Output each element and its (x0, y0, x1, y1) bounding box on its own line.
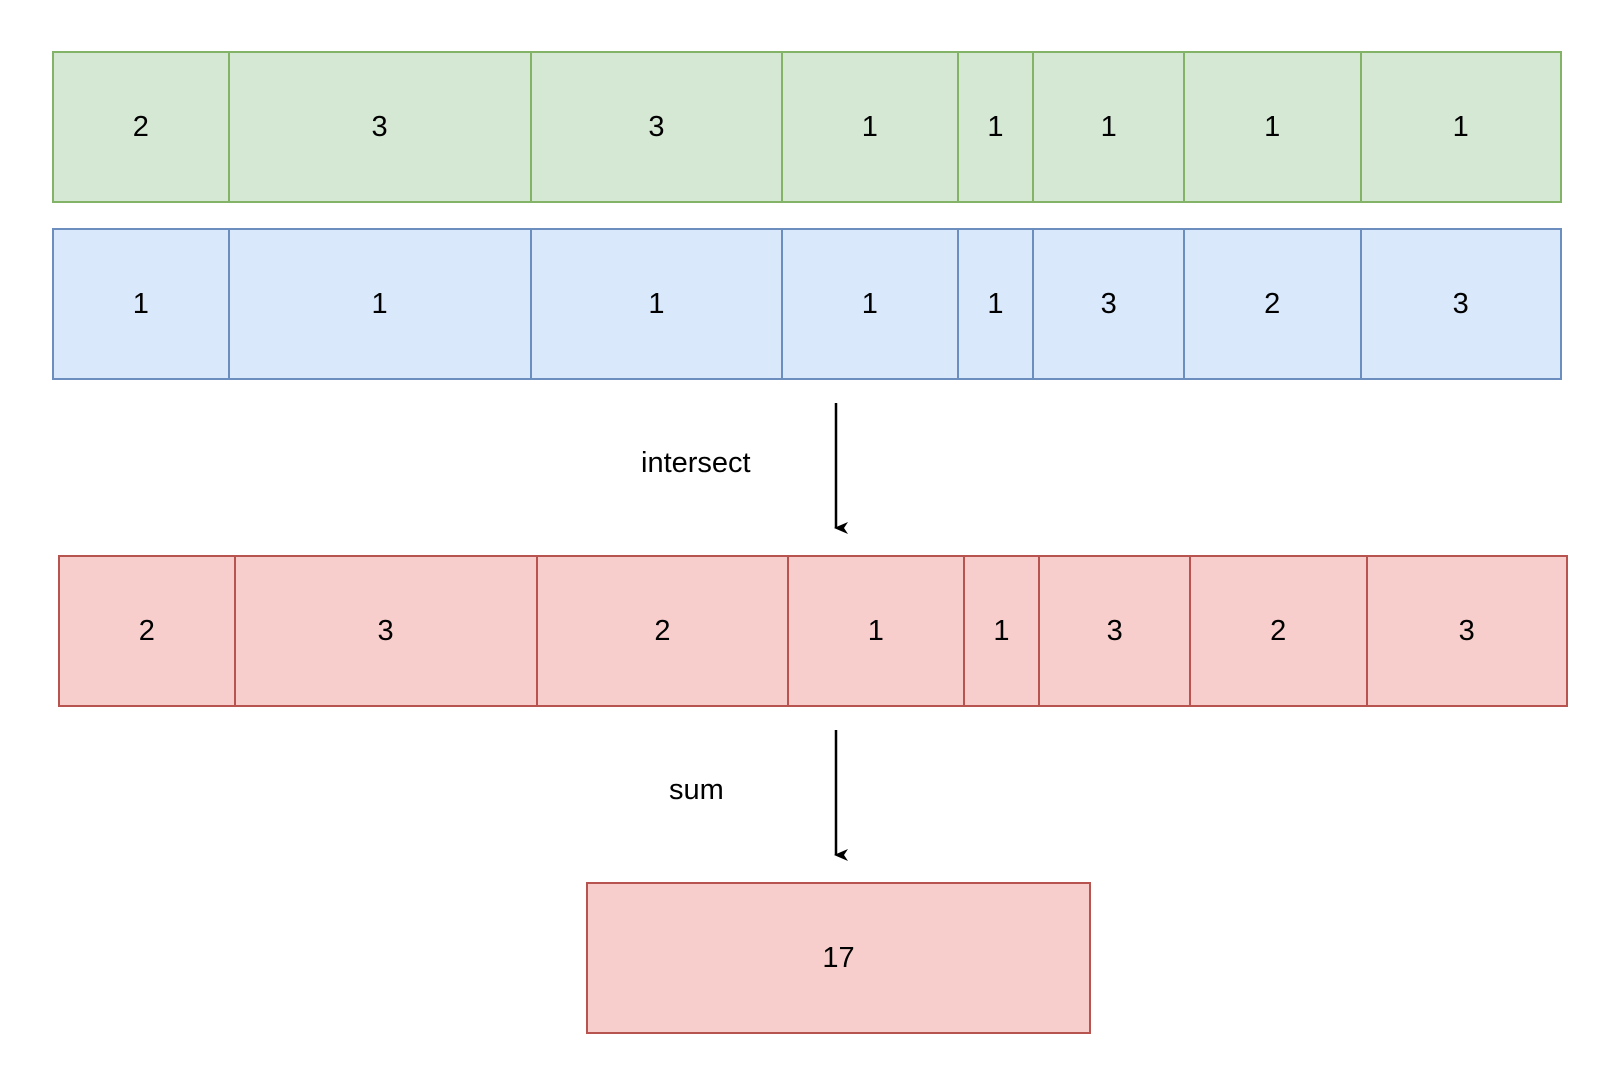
row-a-cell: 1 (783, 53, 959, 201)
row-c-cell: 3 (236, 557, 538, 705)
row-c-cell: 2 (1191, 557, 1368, 705)
row-a-cell: 1 (1452, 110, 1469, 143)
row-b-cell: 1 (959, 230, 1035, 378)
sum-result-box: 17 (586, 882, 1091, 1034)
array-row-intersect: 2 3 2 1 1 3 2 3 (58, 555, 1568, 707)
row-a-cell: 2 (54, 53, 230, 201)
row-b-cell: 1 (54, 230, 230, 378)
row-b-cell: 1 (783, 230, 959, 378)
row-a-cell: 1 (1034, 53, 1185, 201)
row-c-cell: 2 (60, 557, 236, 705)
array-row-b: 1 1 1 1 1 3 2 3 (52, 228, 1562, 380)
row-a-cell: 1 (959, 53, 1035, 201)
row-a-cell: 3 (532, 53, 784, 201)
row-b-cell: 2 (1185, 230, 1362, 378)
row-c-cell: 3 (1458, 614, 1475, 647)
row-c-cell: 3 (1040, 557, 1191, 705)
row-a-cell: 3 (230, 53, 532, 201)
row-b-cell: 1 (532, 230, 784, 378)
row-b-cell: 3 (1452, 287, 1469, 320)
intersect-label: intersect (641, 447, 751, 479)
row-c-cell: 2 (538, 557, 790, 705)
sum-label: sum (669, 774, 724, 806)
row-b-cell: 3 (1034, 230, 1185, 378)
array-row-a: 2 3 3 1 1 1 1 1 (52, 51, 1562, 203)
row-b-cell: 1 (230, 230, 532, 378)
row-c-cell: 1 (789, 557, 965, 705)
row-a-cell: 1 (1185, 53, 1362, 201)
row-c-cell: 1 (965, 557, 1041, 705)
